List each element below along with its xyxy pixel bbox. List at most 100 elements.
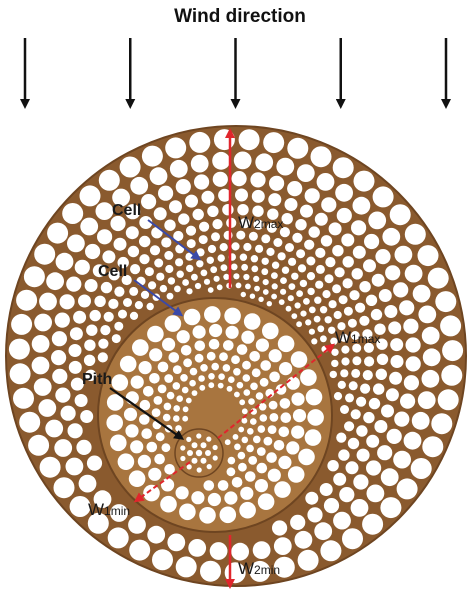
cell	[31, 356, 50, 375]
cell	[52, 368, 68, 384]
cell	[138, 361, 152, 375]
cell	[304, 188, 320, 204]
cell-inner-pointer	[133, 279, 184, 317]
wind-direction-title: Wind direction	[174, 6, 306, 27]
cell	[319, 483, 333, 496]
cell	[389, 371, 403, 385]
cell	[366, 434, 380, 448]
cell	[404, 223, 426, 245]
cell	[441, 364, 463, 386]
cell	[100, 281, 113, 294]
cell	[421, 369, 440, 388]
cell	[250, 255, 259, 263]
cell	[112, 188, 130, 207]
cell	[341, 233, 355, 247]
cell	[417, 391, 436, 409]
cell	[54, 439, 73, 457]
cell	[230, 263, 238, 271]
cell	[236, 230, 246, 240]
cell	[211, 362, 219, 371]
cell	[80, 410, 94, 423]
cell	[380, 497, 402, 519]
cell	[273, 537, 292, 555]
cell	[159, 284, 168, 293]
cell	[259, 414, 268, 422]
cell	[175, 556, 197, 578]
cell	[175, 179, 191, 195]
cell	[110, 504, 128, 522]
cell	[149, 245, 161, 256]
cell	[108, 269, 120, 281]
cell	[62, 203, 84, 224]
cell	[158, 185, 174, 201]
cell	[311, 338, 318, 345]
cell	[192, 325, 206, 339]
cell	[203, 480, 215, 491]
cell	[199, 507, 216, 524]
cell	[107, 527, 129, 549]
cell	[141, 194, 157, 210]
cell	[128, 470, 146, 488]
cell	[180, 374, 188, 382]
cell	[51, 331, 67, 347]
cell	[306, 256, 316, 266]
cell	[305, 388, 323, 406]
cell	[260, 360, 272, 371]
cell	[34, 243, 56, 265]
cell	[363, 411, 375, 424]
cell	[410, 458, 432, 479]
cell	[141, 428, 152, 440]
cell	[190, 154, 209, 173]
cell	[191, 491, 205, 505]
cell	[212, 444, 218, 451]
cell	[164, 250, 174, 260]
cell	[207, 205, 219, 217]
cell	[237, 451, 246, 460]
cell	[299, 279, 308, 288]
cell	[330, 337, 338, 345]
cell	[320, 335, 327, 343]
cell	[176, 395, 183, 403]
cell	[255, 153, 274, 172]
cell	[196, 260, 204, 268]
cell	[162, 413, 171, 422]
cell	[187, 450, 193, 456]
cell	[254, 285, 260, 292]
cell	[347, 318, 357, 328]
cell	[218, 373, 225, 381]
cell	[376, 353, 389, 365]
cell	[324, 274, 334, 284]
cell	[157, 384, 167, 394]
cell	[371, 273, 385, 287]
cell	[394, 411, 410, 427]
cell	[274, 481, 291, 498]
cell	[186, 264, 194, 273]
cell	[331, 359, 339, 368]
cell	[328, 326, 336, 334]
cell	[60, 405, 76, 421]
cell	[45, 419, 64, 438]
cell	[219, 352, 228, 362]
cell	[231, 242, 240, 251]
cell	[314, 212, 328, 226]
cell	[353, 474, 369, 490]
cell	[335, 183, 353, 202]
cell	[332, 284, 342, 294]
cell	[239, 218, 250, 229]
cell	[249, 293, 256, 299]
cell	[291, 272, 299, 280]
cell	[224, 307, 241, 325]
cell	[127, 245, 140, 258]
cell	[279, 362, 293, 376]
cell	[186, 464, 192, 470]
cell	[294, 302, 301, 309]
cell	[305, 319, 312, 326]
cell	[345, 393, 354, 403]
cell	[296, 290, 303, 297]
cell	[8, 338, 30, 360]
cell	[272, 520, 288, 536]
cell	[168, 352, 180, 363]
cell	[100, 325, 111, 336]
cell	[106, 394, 124, 411]
cell	[69, 327, 83, 341]
